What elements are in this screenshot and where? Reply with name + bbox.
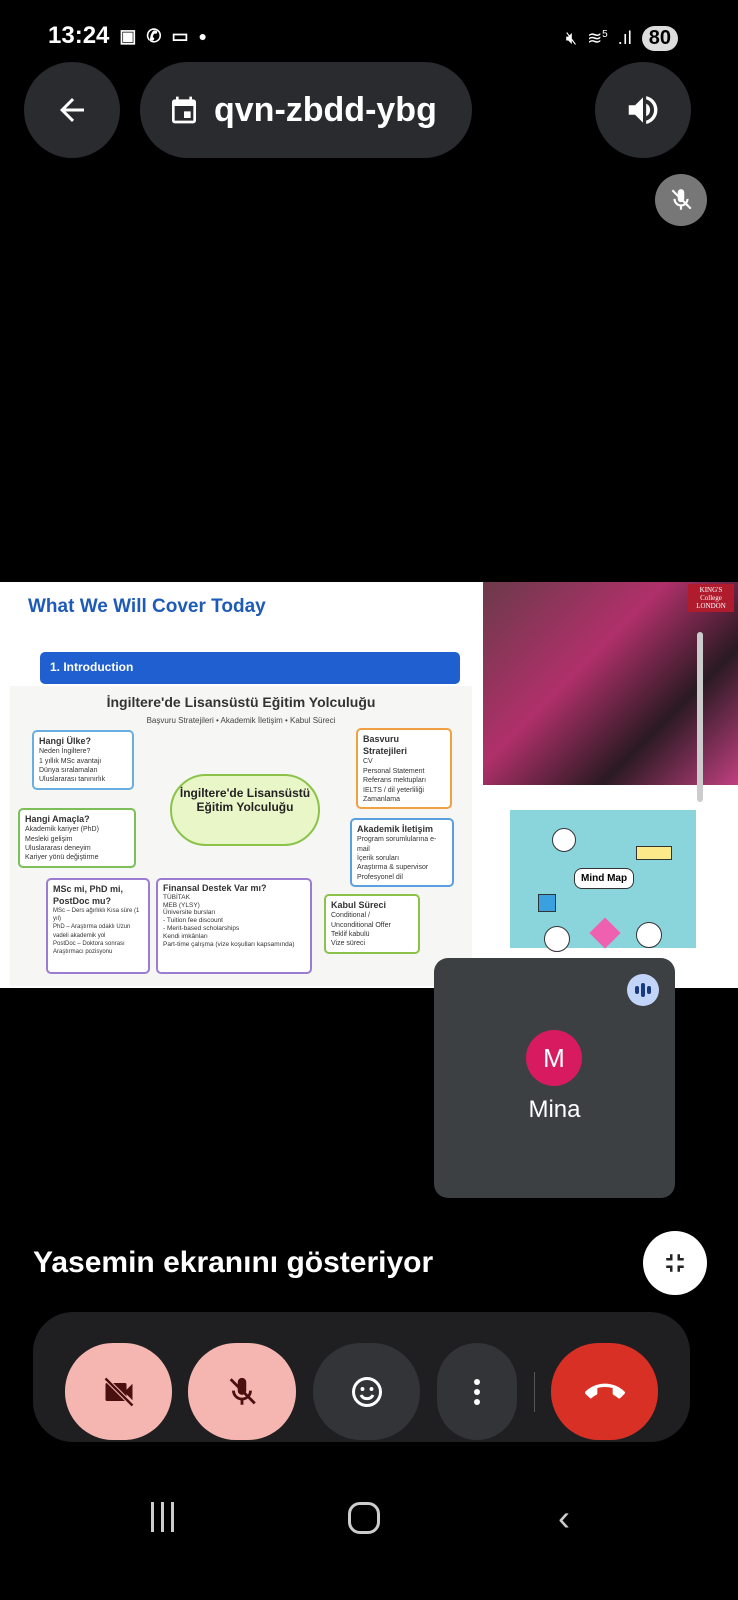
divider xyxy=(534,1372,535,1412)
slide-title: What We Will Cover Today xyxy=(28,596,266,617)
clock: 13:24 xyxy=(48,22,110,49)
video-icon: ▭ xyxy=(171,25,189,46)
mindmap-title: İngiltere'de Lisansüstü Eğitim Yolculuğu xyxy=(106,694,376,710)
camera-toggle-button[interactable] xyxy=(65,1343,172,1440)
mindmap-center: İngiltere'de Lisansüstü Eğitim Yolculuğu xyxy=(170,774,320,846)
nav-home-button[interactable] xyxy=(348,1502,380,1534)
section-header: 1. Introduction xyxy=(40,652,460,684)
self-mic-off-indicator xyxy=(655,174,707,226)
nav-recents-button[interactable] xyxy=(146,1502,178,1534)
wifi-icon: ≋5 xyxy=(587,28,608,48)
meeting-info-chip[interactable]: qvn-zbdd-ybg xyxy=(140,62,472,158)
audio-output-button[interactable] xyxy=(595,62,691,158)
mindmap-thumbnail: Mind Map xyxy=(510,810,696,952)
camera-off-icon xyxy=(103,1376,134,1407)
collapse-button[interactable] xyxy=(643,1231,707,1295)
mindmap-box: Hangi Amaçla?Akademik kariyer (PhD)Mesle… xyxy=(18,808,136,868)
speaking-indicator xyxy=(627,974,659,1006)
back-button[interactable] xyxy=(24,62,120,158)
mindmap-box: Hangi Ülke?Neden İngiltere?1 yıllık MSc … xyxy=(32,730,134,790)
presenting-text: Yasemin ekranını gösteriyor xyxy=(33,1246,434,1279)
kings-college-logo: KING'S College LONDON xyxy=(688,584,734,612)
mic-off-icon xyxy=(671,189,692,210)
hang-up-icon xyxy=(584,1383,625,1398)
call-controls xyxy=(33,1312,690,1442)
scrollbar[interactable] xyxy=(697,632,703,802)
reactions-button[interactable] xyxy=(313,1343,420,1440)
signal-icon: .ıl xyxy=(617,28,632,48)
more-options-button[interactable] xyxy=(437,1343,517,1440)
screenshot-icon: ▣ xyxy=(119,25,137,46)
mindmap-subtitle: Başvuru Stratejileri • Akademik İletişim… xyxy=(146,716,336,725)
nav-back-button[interactable]: ‹ xyxy=(558,1497,570,1538)
more-vert-icon xyxy=(474,1378,480,1405)
meeting-code: qvn-zbdd-ybg xyxy=(214,90,437,129)
emoji-icon xyxy=(351,1376,382,1407)
audio-level-icon xyxy=(635,983,651,997)
calendar-icon xyxy=(172,96,196,124)
participant-name: Mina xyxy=(528,1096,581,1123)
mic-toggle-button[interactable] xyxy=(188,1343,296,1440)
mindmap-image: İngiltere'de Lisansüstü Eğitim Yolculuğu… xyxy=(10,686,472,986)
avatar: M xyxy=(526,1030,582,1086)
mindmap-box: MSc mi, PhD mi, PostDoc mu?MSc – Ders ağ… xyxy=(46,878,150,974)
shared-screen: What We Will Cover Today 1. Introduction… xyxy=(0,582,738,988)
arrow-left-icon xyxy=(60,98,84,122)
mic-off-icon xyxy=(229,1377,256,1405)
whatsapp-icon: ✆ xyxy=(146,25,162,46)
speaker-icon xyxy=(628,96,658,124)
graduation-photo: KING'S College LONDON xyxy=(483,582,738,785)
battery: 80 xyxy=(641,26,678,51)
status-bar-left: 13:24 ▣ ✆ ▭ ● xyxy=(48,22,207,50)
end-call-button[interactable] xyxy=(551,1343,658,1440)
dot-icon: ● xyxy=(198,28,207,44)
participant-tile[interactable]: M Mina xyxy=(434,958,675,1198)
collapse-icon xyxy=(666,1254,684,1272)
status-bar-right: 🔇︎ ≋5 .ıl 80 xyxy=(566,26,678,51)
mute-icon: 🔇︎ xyxy=(565,28,578,48)
